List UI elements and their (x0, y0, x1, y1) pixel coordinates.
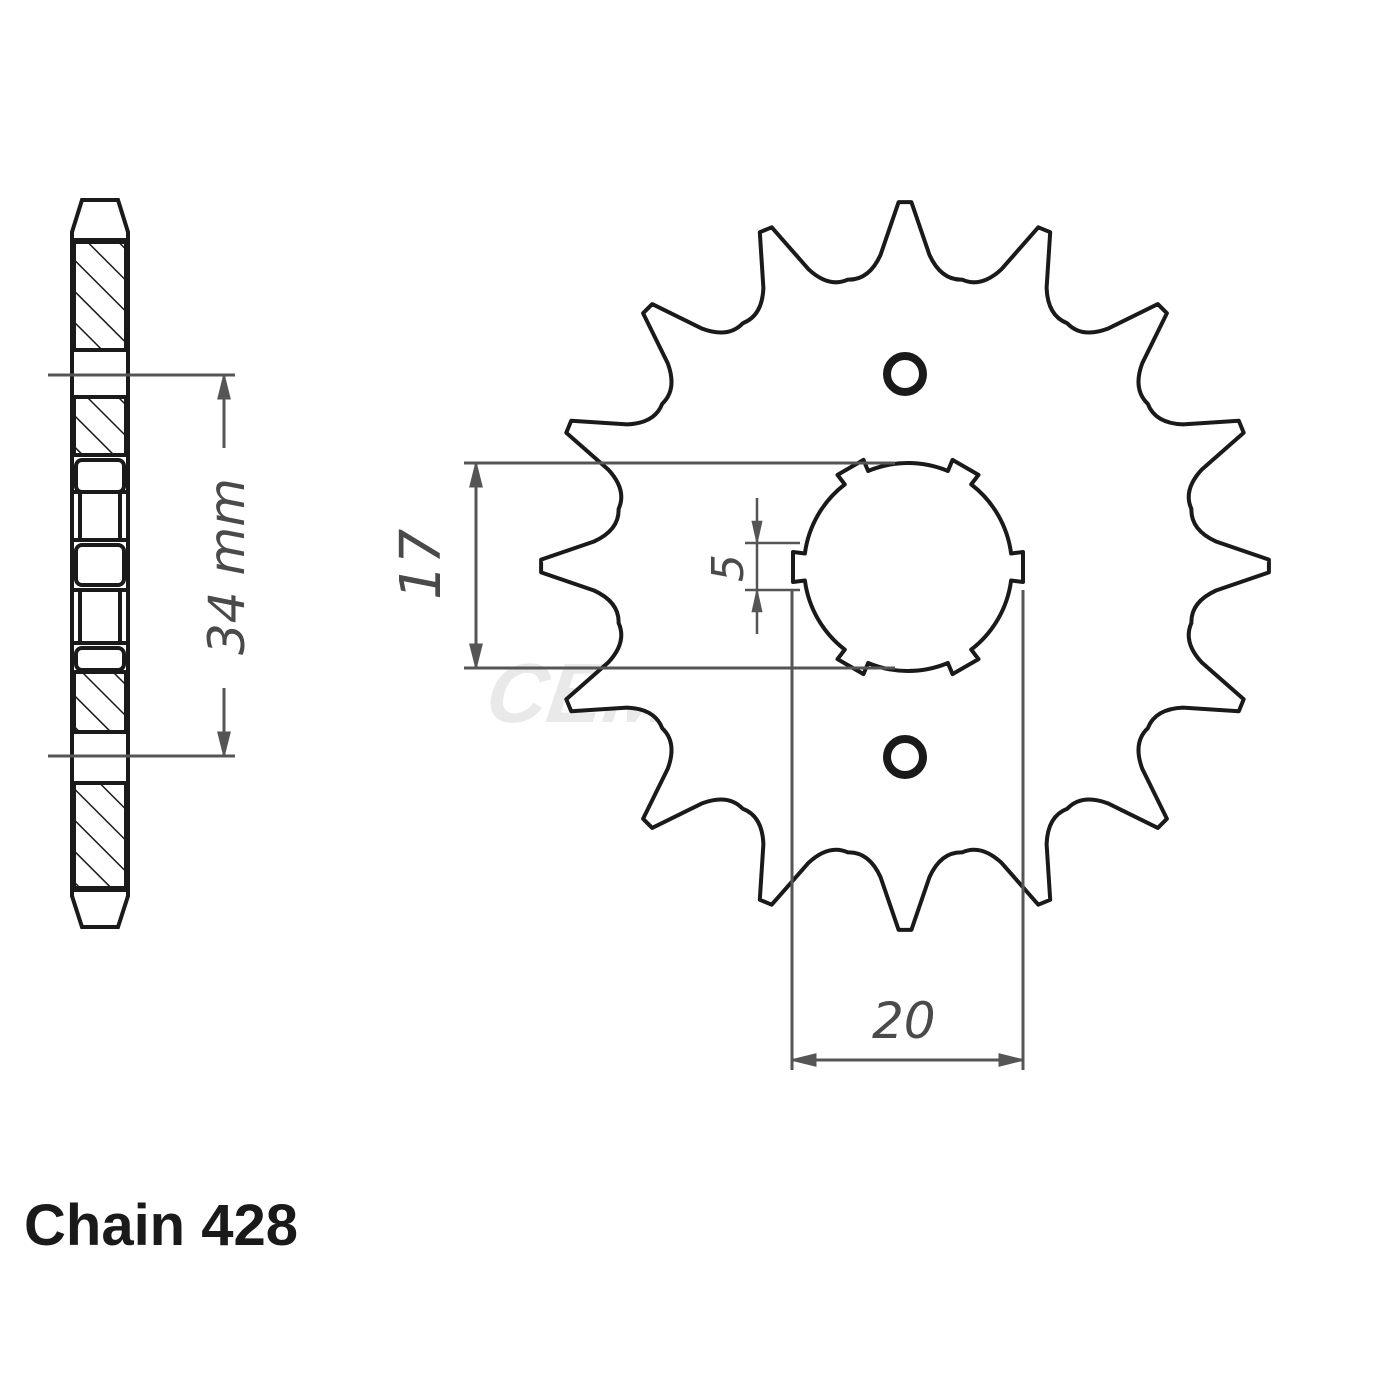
dimension-bore-height (464, 461, 895, 670)
hatch-segment-4 (72, 781, 128, 890)
bolt-hole-bottom (883, 735, 927, 779)
hatch-segment-2 (72, 395, 128, 457)
hatch-segment-3 (72, 670, 128, 734)
chain-size-caption: Chain 428 (24, 1193, 298, 1258)
side-view (70, 198, 130, 929)
dimension-label-5: 5 (703, 554, 754, 582)
bolt-hole-top (883, 352, 927, 396)
dimension-bore-width (790, 590, 1025, 1070)
hatch-segment-1 (72, 240, 128, 352)
spline-bore (791, 457, 1025, 677)
dimension-label-20: 20 (872, 992, 936, 1050)
dimension-bolt-spacing (48, 373, 235, 758)
sprocket-front-view (539, 200, 1271, 932)
dimension-label-17: 17 (389, 528, 454, 600)
dimension-label-34mm: 34 mm (198, 478, 256, 655)
